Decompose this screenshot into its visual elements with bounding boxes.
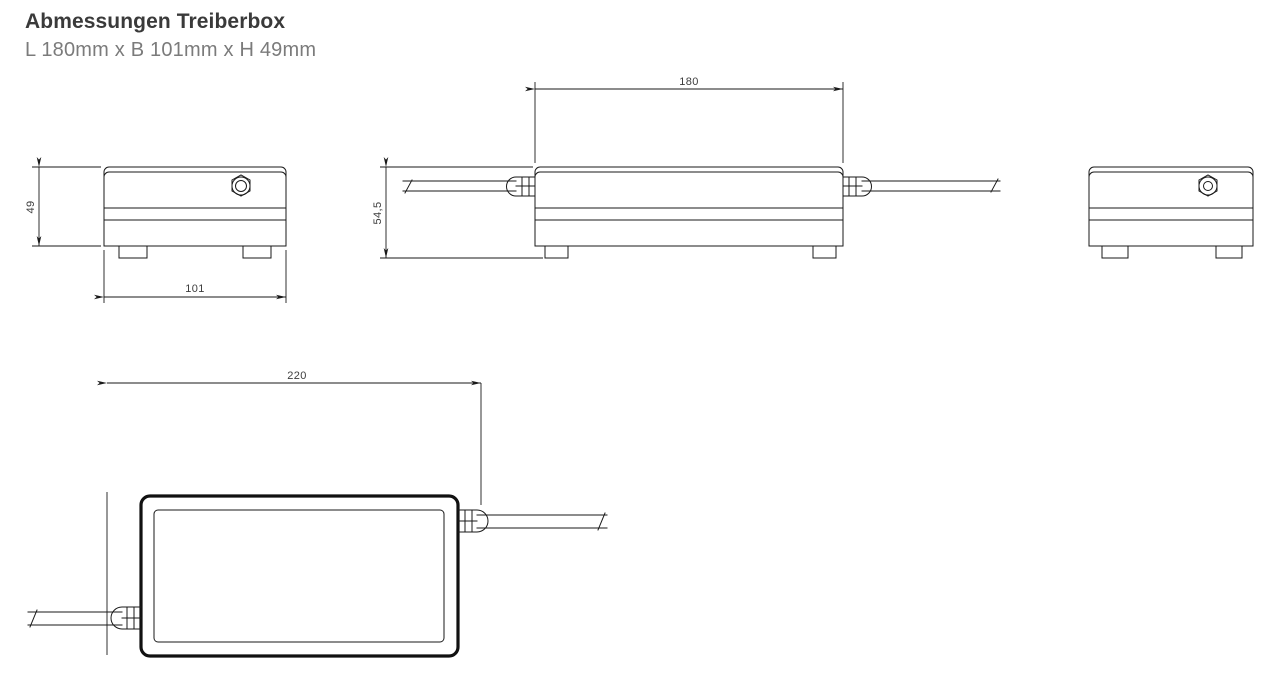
dimension-front-height: 54,5 (372, 157, 543, 259)
dimension-side-left-height: 49 (25, 157, 101, 247)
dimension-label-101: 101 (185, 283, 205, 295)
side-right-cable-gland-icon (1199, 175, 1217, 196)
dimension-label-545: 54,5 (372, 201, 384, 224)
top-cable-gland-left (111, 607, 141, 629)
dimension-top-overall-length: 220 (97, 370, 482, 655)
side-right-housing (1089, 167, 1253, 246)
front-housing (535, 167, 843, 246)
front-cable-right (862, 179, 1000, 192)
dimension-label-49: 49 (25, 200, 37, 213)
view-side-left: 49 101 (25, 157, 287, 303)
dimension-label-220: 220 (287, 370, 307, 382)
side-left-cable-gland-icon (232, 175, 250, 196)
top-cable-gland-right (458, 510, 488, 532)
front-feet (545, 246, 836, 258)
front-cable-gland-right (843, 177, 872, 196)
page-subtitle: L 180mm x B 101mm x H 49mm (25, 39, 317, 61)
side-left-feet (119, 246, 271, 258)
side-right-feet (1102, 246, 1242, 258)
dimension-label-180: 180 (679, 76, 699, 88)
side-left-housing (104, 167, 286, 246)
view-side-right (1089, 167, 1253, 258)
dimension-front-length: 180 (525, 76, 844, 163)
top-cable-right (477, 513, 607, 530)
page-title: Abmessungen Treiberbox (25, 10, 286, 33)
top-cable-left (28, 610, 122, 627)
heading-block: Abmessungen Treiberbox L 180mm x B 101mm… (25, 8, 316, 64)
front-cable-gland-left (507, 177, 536, 196)
view-front: 180 54,5 (372, 76, 1000, 258)
front-cable-left (403, 180, 516, 193)
view-top: 220 (28, 370, 607, 658)
dimension-side-left-width: 101 (94, 250, 287, 303)
top-housing-outline (139, 494, 460, 658)
